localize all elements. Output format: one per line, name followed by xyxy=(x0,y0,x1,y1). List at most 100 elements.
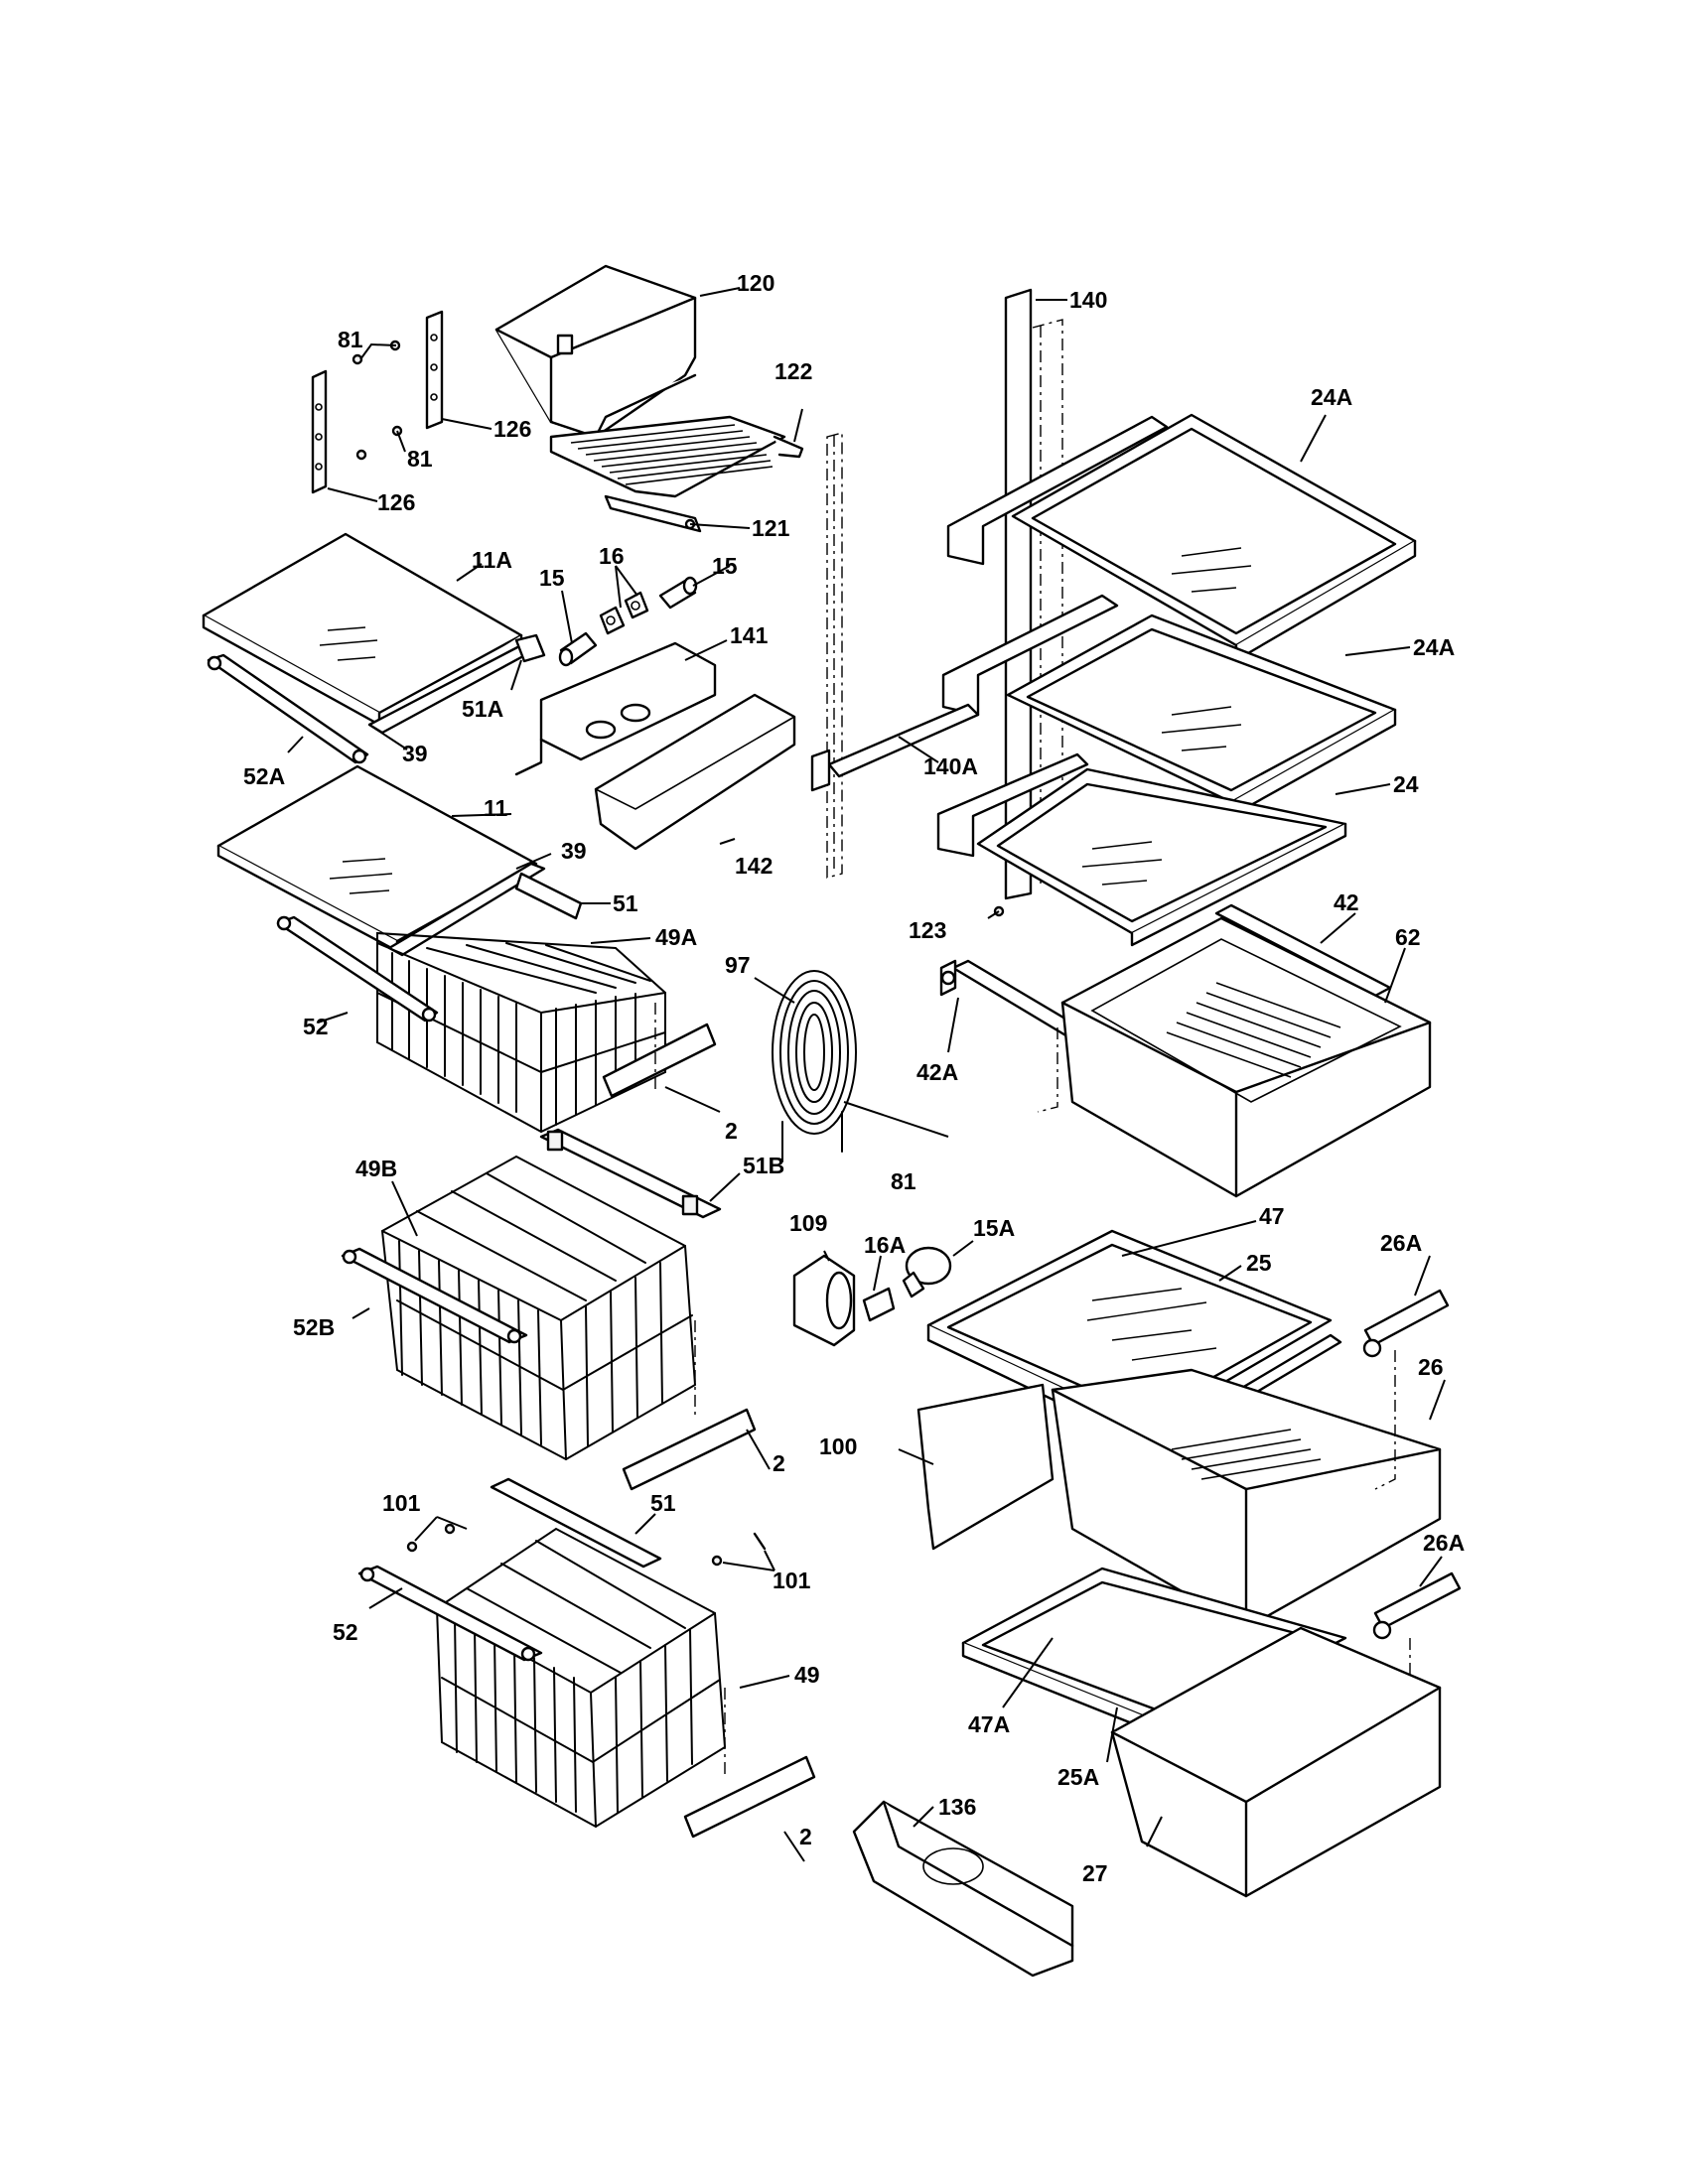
callout-97: 97 xyxy=(725,952,751,978)
part-27-crisper-drawer xyxy=(1110,1626,1442,1898)
part-24a-shelf-middle xyxy=(941,594,1397,818)
part-97-coil xyxy=(772,970,857,1162)
part-49b-wire-basket xyxy=(380,1155,697,1461)
part-26a-bracket-lower xyxy=(1372,1571,1462,1640)
callout-labels: 120 140 81 122 24A 126 81 126 121 11A 16… xyxy=(243,270,1465,1886)
callout-2: 2 xyxy=(725,1118,738,1144)
callout-81: 81 xyxy=(338,327,363,352)
part-52-lower-rail xyxy=(357,1565,543,1662)
hidden-rail-left xyxy=(826,432,843,879)
callout-81: 81 xyxy=(407,446,433,472)
callout-140: 140 xyxy=(1069,287,1107,313)
callout-49b: 49B xyxy=(355,1156,397,1181)
callout-2: 2 xyxy=(773,1450,785,1476)
callout-123: 123 xyxy=(909,917,946,943)
callout-140a: 140A xyxy=(923,753,978,779)
callout-52: 52 xyxy=(333,1619,358,1645)
part-126-bracket-left xyxy=(311,369,328,494)
callout-11a: 11A xyxy=(472,547,512,573)
callout-121: 121 xyxy=(752,515,790,541)
part-100-divider xyxy=(916,1383,1055,1551)
callout-142: 142 xyxy=(735,853,773,879)
part-62-crisper-drawer xyxy=(1060,916,1432,1198)
callout-109: 109 xyxy=(789,1210,827,1236)
callout-47a: 47A xyxy=(968,1711,1010,1737)
callout-51: 51 xyxy=(613,890,638,916)
part-51a-support xyxy=(514,633,546,663)
callout-126: 126 xyxy=(493,416,531,442)
part-52a-slide-rail xyxy=(207,653,369,764)
part-101-screws xyxy=(406,1523,767,1567)
callout-52b: 52B xyxy=(293,1314,335,1340)
callout-26: 26 xyxy=(1418,1354,1444,1380)
part-51b-slide-support xyxy=(539,1128,722,1219)
callout-15: 15 xyxy=(539,565,565,591)
callout-51: 51 xyxy=(650,1490,676,1516)
callout-11: 11 xyxy=(484,795,508,821)
part-11-glass-shelf xyxy=(216,764,538,953)
part-120-ice-bin xyxy=(494,264,804,498)
part-26a-bracket-upper xyxy=(1362,1289,1450,1358)
part-49-wire-basket xyxy=(435,1527,727,1829)
part-15a-bulb xyxy=(902,1246,952,1298)
callout-81: 81 xyxy=(891,1168,916,1194)
part-142-light-cover xyxy=(594,693,796,851)
part-51-support xyxy=(514,872,583,920)
callout-16: 16 xyxy=(599,543,625,569)
callout-47: 47 xyxy=(1259,1203,1285,1229)
callout-42a: 42A xyxy=(916,1059,958,1085)
callout-52: 52 xyxy=(303,1014,329,1039)
callout-52a: 52A xyxy=(243,763,285,789)
part-15-bulb-right xyxy=(658,576,698,610)
callout-51a: 51A xyxy=(462,696,503,722)
callout-24a: 24A xyxy=(1413,634,1455,660)
callout-16a: 16A xyxy=(864,1232,906,1258)
part-81-screws-top xyxy=(352,340,403,461)
callout-39: 39 xyxy=(402,741,428,766)
callout-51b: 51B xyxy=(743,1153,784,1178)
part-136-holder xyxy=(852,1800,1074,1978)
callout-42: 42 xyxy=(1334,889,1359,915)
callout-24a: 24A xyxy=(1311,384,1352,410)
callout-24: 24 xyxy=(1393,771,1419,797)
callout-39: 39 xyxy=(561,838,587,864)
part-2-trim-upper xyxy=(602,1023,717,1098)
callout-27: 27 xyxy=(1082,1860,1108,1886)
part-121-bracket xyxy=(604,494,702,533)
part-16-sockets xyxy=(599,591,649,635)
part-126-bracket-right xyxy=(425,310,444,430)
callout-126: 126 xyxy=(377,489,415,515)
callout-101: 101 xyxy=(773,1568,811,1593)
callout-141: 141 xyxy=(730,622,769,648)
callout-100: 100 xyxy=(819,1433,857,1459)
callout-26a: 26A xyxy=(1423,1530,1465,1556)
part-15-bulb-left xyxy=(558,631,598,667)
part-24a-shelf-upper xyxy=(946,413,1417,662)
callout-49a: 49A xyxy=(655,924,697,950)
part-26-crisper-drawer xyxy=(1051,1368,1442,1630)
part-16a-socket xyxy=(862,1287,896,1322)
callout-25a: 25A xyxy=(1057,1764,1099,1790)
part-24-shelf-lower xyxy=(936,752,1347,947)
callout-2: 2 xyxy=(799,1824,812,1849)
leader-lines xyxy=(287,287,1446,1862)
part-2-trim-lower xyxy=(683,1755,816,1839)
callout-26a: 26A xyxy=(1380,1230,1422,1256)
callout-15a: 15A xyxy=(973,1215,1015,1241)
part-52-slide-rail xyxy=(276,915,439,1023)
part-49a-wire-basket xyxy=(376,931,666,1134)
part-141-light-housing xyxy=(514,641,717,776)
callout-62: 62 xyxy=(1395,924,1421,950)
part-51-lower-support xyxy=(490,1477,662,1569)
callout-136: 136 xyxy=(938,1794,976,1820)
callout-122: 122 xyxy=(774,358,812,384)
part-52b-slide-rail xyxy=(341,1247,528,1344)
callout-120: 120 xyxy=(737,270,774,296)
callout-25: 25 xyxy=(1246,1250,1272,1276)
part-2-trim-middle xyxy=(622,1408,757,1491)
part-109-light-housing xyxy=(792,1254,856,1347)
callout-15: 15 xyxy=(712,553,738,579)
callout-101: 101 xyxy=(382,1490,421,1516)
callout-49: 49 xyxy=(794,1662,820,1688)
